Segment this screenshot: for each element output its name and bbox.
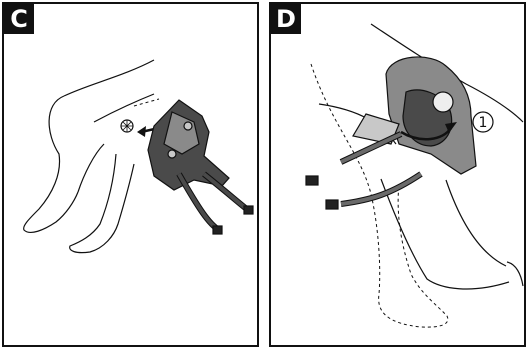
panel-d-illustration: 1 xyxy=(305,23,524,328)
step-marker-circle xyxy=(472,111,494,133)
panel-c-illustration xyxy=(23,59,254,254)
panel-label-c: C xyxy=(4,4,34,34)
step-marker-label: 1 xyxy=(479,115,488,131)
panel-label-d: D xyxy=(271,4,301,34)
panel-d: D 1 xyxy=(269,2,526,347)
knee-target-icon xyxy=(120,119,134,133)
panel-c: C xyxy=(2,2,259,347)
knee-device xyxy=(305,56,477,210)
legs-outline xyxy=(23,59,155,254)
knee-device xyxy=(147,99,254,235)
